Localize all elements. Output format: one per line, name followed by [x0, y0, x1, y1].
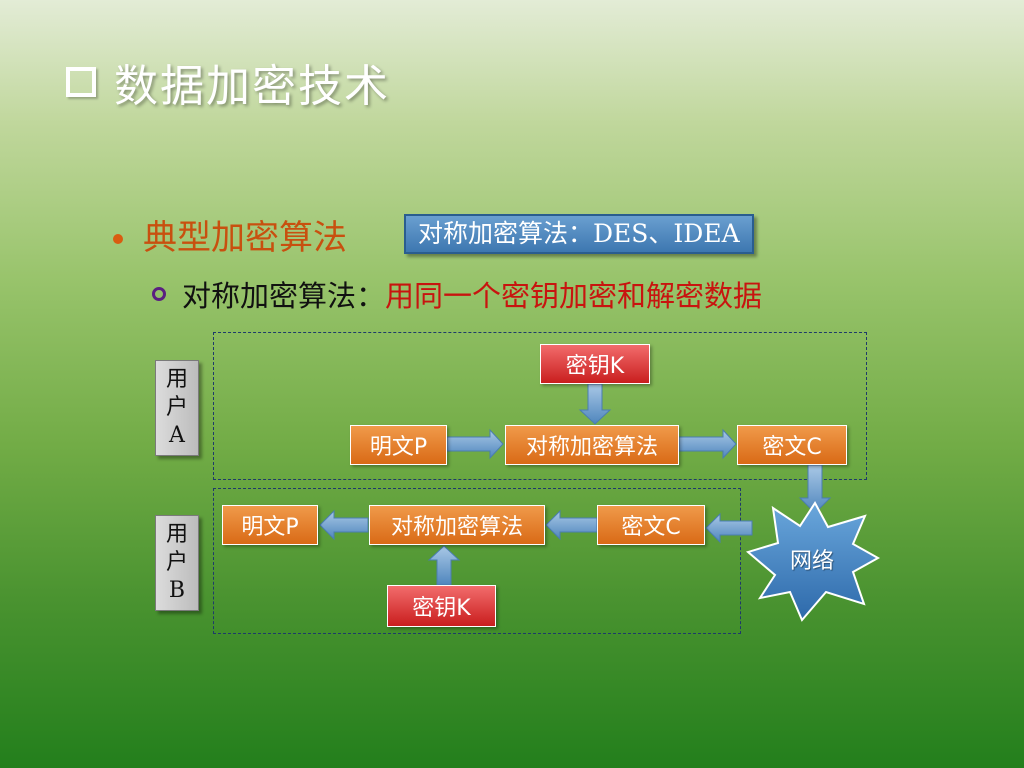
- user-b-label: 用 户 B: [155, 515, 199, 611]
- algorithm-b-box: 对称加密算法: [369, 505, 545, 545]
- bullet-dot-icon: [113, 234, 123, 244]
- user-a-frame: [213, 332, 867, 480]
- heading-typical-algorithms: 典型加密算法: [143, 218, 347, 258]
- arrow-plaintext-to-algorithm-a: [446, 428, 504, 460]
- page-title: 数据加密技术: [114, 61, 390, 112]
- arrow-key-to-algorithm-b: [427, 545, 461, 586]
- callout-symmetric-examples: 对称加密算法：DES、IDEA: [404, 214, 754, 254]
- arrow-algorithm-to-ciphertext-a: [678, 428, 737, 460]
- ciphertext-b-box: 密文C: [597, 505, 705, 545]
- user-b-char-2: 户: [165, 550, 188, 575]
- plaintext-a-box: 明文P: [350, 425, 447, 465]
- title-row: 数据加密技术: [66, 52, 390, 112]
- bullet-ring-icon: [152, 287, 166, 301]
- network-star-icon: [745, 501, 881, 622]
- user-a-char-3: A: [169, 423, 185, 448]
- user-b-char-3: B: [168, 578, 186, 603]
- user-a-char-2: 户: [165, 395, 188, 420]
- arrow-algorithm-to-plaintext-b: [319, 509, 369, 541]
- user-b-char-1: 用: [165, 522, 188, 547]
- arrow-ciphertext-to-network: [798, 464, 832, 514]
- network-label: 网络: [790, 549, 835, 574]
- user-b-frame: [213, 488, 741, 634]
- arrow-network-to-ciphertext-b: [705, 512, 753, 544]
- arrow-key-to-algorithm-a: [578, 383, 612, 425]
- ciphertext-a-box: 密文C: [737, 425, 847, 465]
- user-a-label: 用 户 A: [155, 360, 199, 456]
- symmetric-definition: 对称加密算法：用同一个密钥加密和解密数据: [182, 273, 762, 315]
- key-b-box: 密钥K: [387, 585, 496, 627]
- arrow-ciphertext-to-algorithm-b: [545, 509, 598, 541]
- plaintext-b-box: 明文P: [222, 505, 318, 545]
- symmetric-definition-text: 用同一个密钥加密和解密数据: [385, 279, 763, 313]
- algorithm-a-box: 对称加密算法: [505, 425, 679, 465]
- checkbox-bullet-icon: [66, 67, 96, 97]
- key-a-box: 密钥K: [540, 344, 650, 384]
- user-a-char-1: 用: [165, 367, 188, 392]
- symmetric-label: 对称加密算法：: [182, 279, 386, 313]
